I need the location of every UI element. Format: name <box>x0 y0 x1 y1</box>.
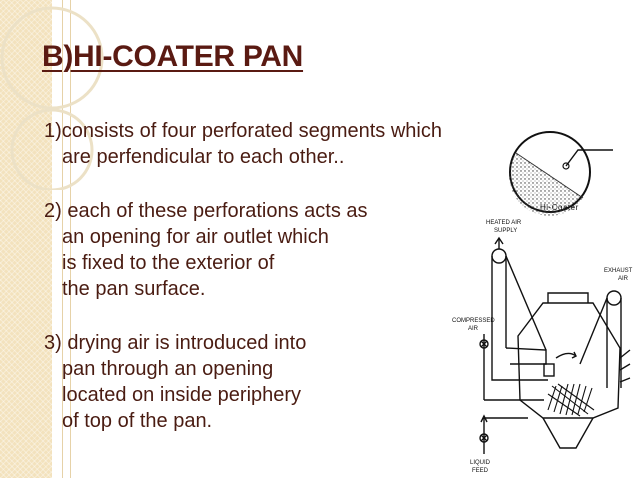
point-3-line-3: located on inside periphery <box>62 384 302 406</box>
machine-schematic <box>479 236 631 454</box>
point-2-line-3: is fixed to the exterior of <box>62 252 275 274</box>
point-2: 2) each of these perforations acts as an… <box>44 198 464 302</box>
label-exhaust: EXHAUST <box>604 268 633 274</box>
decorative-line <box>70 0 71 478</box>
point-1-line-2: are perfendicular to each other.. <box>62 146 345 168</box>
slide-title: B)HI-COATER PAN <box>42 40 304 73</box>
point-3-line-1: 3) drying air is introduced into <box>44 332 307 354</box>
diagram-caption: Hi-Coater <box>540 203 579 212</box>
label-exhaust-air: AIR <box>618 276 629 282</box>
point-3-line-4: of top of the pan. <box>62 410 213 432</box>
label-compressed-air: AIR <box>468 326 479 332</box>
decorative-arcs <box>0 6 104 190</box>
tablet-bed <box>547 383 595 417</box>
label-heated-air-supply: SUPPLY <box>494 228 517 234</box>
drum-cross-section <box>509 131 613 216</box>
label-liquid: LIQUID <box>470 460 491 466</box>
point-1-line-1: 1)consists of four perforated segments w… <box>44 120 442 142</box>
point-1: 1)consists of four perforated segments w… <box>44 118 464 170</box>
point-2-line-2: an opening for air outlet which <box>62 226 329 248</box>
point-3-line-2: pan through an opening <box>62 358 274 380</box>
label-compressed: COMPRESSED <box>452 318 495 324</box>
point-3: 3) drying air is introduced into pan thr… <box>44 330 464 434</box>
point-2-line-4: the pan surface. <box>62 278 206 300</box>
point-2-line-1: 2) each of these perforations acts as <box>44 200 368 222</box>
decorative-line <box>62 0 63 478</box>
label-heated-air: HEATED AIR <box>486 220 522 226</box>
label-liquid-feed: FEED <box>472 468 489 474</box>
hi-coater-diagram: Hi-Coater HEATED AIR SUPPLY EXHAUST AIR … <box>452 131 633 474</box>
decorative-stripe <box>0 0 52 478</box>
slide-body: 1)consists of four perforated segments w… <box>44 118 464 462</box>
